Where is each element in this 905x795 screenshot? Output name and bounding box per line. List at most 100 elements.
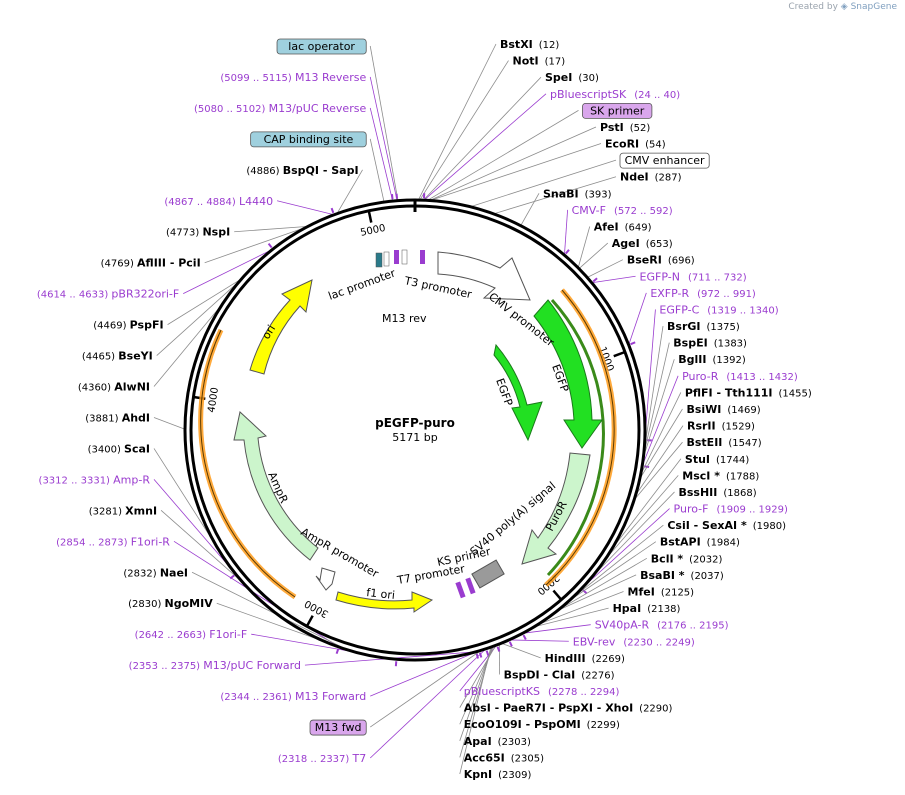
primer-site-ebv-rev	[508, 641, 513, 647]
leader-line-bstxi-0	[417, 43, 497, 201]
tick-mark-2000	[552, 589, 563, 601]
leader-line-hindiii-37	[501, 642, 541, 659]
enzyme-label-acc65i: Acc65I(2305)	[464, 751, 544, 764]
leader-line-bsiwi-22	[639, 408, 683, 480]
feature-sv40-polya	[471, 559, 505, 589]
tick-mark-1000	[613, 350, 626, 358]
primer-label-sv40pa-r: SV40pA-R(2176 .. 2195)	[595, 619, 729, 632]
leader-line-bseri-13	[586, 259, 624, 278]
feature-cap-mark	[383, 251, 390, 267]
puror-orf-green-arc	[546, 479, 600, 577]
leader-line-m13-forward-66	[370, 650, 480, 697]
leader-line-alwni-56	[153, 302, 224, 387]
primer-label-ebv-rev: EBV-rev(2230 .. 2249)	[573, 635, 695, 648]
feature-m13-rev-mark	[394, 250, 399, 264]
primer-site-f1ori-r	[335, 648, 340, 654]
leader-line-pbluescriptsk-3	[423, 93, 547, 201]
leader-line-m13-fwd-67	[370, 649, 482, 728]
callout-text: SK primer	[590, 104, 645, 117]
leader-line-sk-primer-4	[427, 110, 579, 201]
feature-label-f1-ori: f1 ori	[366, 586, 396, 602]
leader-line-sv40pa-r-35	[522, 624, 591, 634]
callout-cap-binding-site: CAP binding site	[250, 131, 367, 148]
primer-label-m13-reverse: (5099 .. 5115) M13 Reverse	[220, 71, 366, 84]
enzyme-label-spei: SpeI(30)	[545, 71, 599, 84]
primer-label-pbluescriptks: pBluescriptKS(2278 .. 2294)	[464, 685, 620, 698]
leader-line-l4440-50	[276, 200, 335, 216]
enzyme-label-absi-paer7i-pspxi-xhoi: AbsI - PaeR7I - PspXI - XhoI(2290)	[464, 702, 673, 715]
callout-sk-primer: SK primer	[582, 102, 653, 119]
leader-line-bsrgi-17	[643, 325, 664, 454]
feature-arrow-ampr	[233, 411, 319, 561]
enzyme-label-hpai: HpaI(2138)	[613, 602, 681, 615]
leader-line-naei-62	[191, 571, 348, 651]
callout-text: M13 fwd	[315, 721, 362, 734]
enzyme-label-ecori: EcoRI(54)	[605, 138, 666, 151]
enzyme-label-noti: NotI(17)	[513, 55, 566, 68]
primer-label-cmv-f: CMV-F(572 .. 592)	[572, 204, 673, 217]
callout-box	[619, 152, 710, 169]
leader-line-afliii-pcii-52	[204, 226, 308, 264]
leader-line-egfp-c-16	[644, 309, 656, 441]
feature-label-lac-promoter: lac promoter	[327, 266, 398, 302]
leader-line-pspfi-54	[167, 278, 242, 325]
enzyme-label-bsrgi: BsrGI(1375)	[667, 320, 740, 333]
enzyme-label-hindiii: HindIII(2269)	[545, 652, 625, 665]
leader-line-puro-r-20	[641, 375, 679, 467]
brand-name: SnapGene	[850, 2, 897, 12]
primer-site-l4440	[330, 207, 335, 214]
primer-site-egfp-n	[592, 277, 598, 283]
callout-lac-operator: lac operator	[276, 38, 367, 55]
enzyme-label-ahdi: (3881) AhdI	[85, 411, 150, 424]
leader-line-cmv-f-10	[564, 209, 568, 256]
enzyme-label-bstapi: BstAPI(1984)	[660, 536, 740, 549]
orf-arc-egfp-puro-inner	[545, 289, 615, 586]
primer-label-t7: (2318 .. 2337) T7	[278, 752, 366, 765]
primer-site-cmv-f	[564, 249, 570, 255]
enzyme-label-pflfi-tth111i: PflFI - Tth111I(1455)	[685, 386, 812, 399]
enzyme-label-stui: StuI(1744)	[685, 453, 749, 466]
primer-label-m13-forward: (2344 .. 2361) M13 Forward	[220, 690, 366, 703]
leader-line-nspi-51	[234, 225, 309, 233]
enzyme-label-afei: AfeI(649)	[594, 221, 652, 234]
tick-mark-3000	[305, 615, 314, 627]
enzyme-label-ngomiv: (2830) NgoMIV	[128, 597, 213, 610]
primer-label-f1ori-f: (2642 .. 2663) F1ori-F	[135, 628, 248, 641]
enzyme-label-nspi: (4773) NspI	[166, 226, 230, 239]
tick-label-3000: 3000	[303, 597, 331, 619]
credit-text: Created by	[788, 2, 838, 12]
feature-label-m13-rev: M13 rev	[382, 312, 427, 325]
leader-line-egfp-n-14	[591, 275, 636, 284]
enzyme-labels: BstXI(12)NotI(17)SpeI(30)PstI(52)EcoRI(5…	[78, 38, 812, 781]
leader-line-m13-puc-reverse-47	[369, 107, 394, 202]
enzyme-label-agei: AgeI(653)	[612, 237, 673, 250]
enzyme-label-snabi: SnaBI(393)	[543, 187, 612, 200]
leader-line-cap-binding-site-48	[369, 138, 385, 203]
leader-line-amp-r-59	[153, 479, 237, 575]
leader-line-bspqi-sapi-49	[336, 169, 363, 214]
callout-box	[250, 131, 367, 148]
primer-label-exfp-r: EXFP-R(972 .. 991)	[650, 287, 756, 300]
enzyme-label-bsiwi: BsiWI(1469)	[686, 403, 760, 416]
primer-site-t7	[485, 650, 490, 656]
enzyme-label-bsabi: BsaBI *(2037)	[640, 569, 724, 582]
leader-line-puro-f-28	[581, 508, 670, 589]
snapgene-logo-icon: ◈	[840, 2, 848, 12]
primer-label-f1ori-r: (2854 .. 2873) F1ori-R	[56, 535, 170, 548]
egfp-orf-green-arc	[550, 298, 605, 481]
primer-labels: pBluescriptSK(24 .. 40)CMV-F(572 .. 592)…	[37, 71, 798, 765]
leader-line-hpai-34	[533, 607, 609, 628]
enzyme-label-bseyi: (4465) BseYI	[82, 350, 153, 363]
feature-label-ori: ori	[260, 323, 279, 342]
leader-line-noti-1	[419, 60, 509, 201]
leader-line-msci-26	[604, 475, 679, 561]
primer-label-m13-puc-reverse: (5080 .. 5102) M13/pUC Reverse	[194, 102, 366, 115]
leader-line-bseyi-55	[156, 279, 242, 356]
feature-arrow-puror	[521, 452, 591, 565]
primer-label-pbr322ori-f: (4614 .. 4633) pBR322ori-F	[37, 288, 179, 301]
tick-label-5000: 5000	[359, 223, 386, 239]
leader-line-ahdi-57	[153, 417, 186, 430]
enzyme-label-bsshii: BssHII(1868)	[678, 486, 756, 499]
primer-label-puro-r: Puro-R(1413 .. 1432)	[682, 370, 798, 383]
